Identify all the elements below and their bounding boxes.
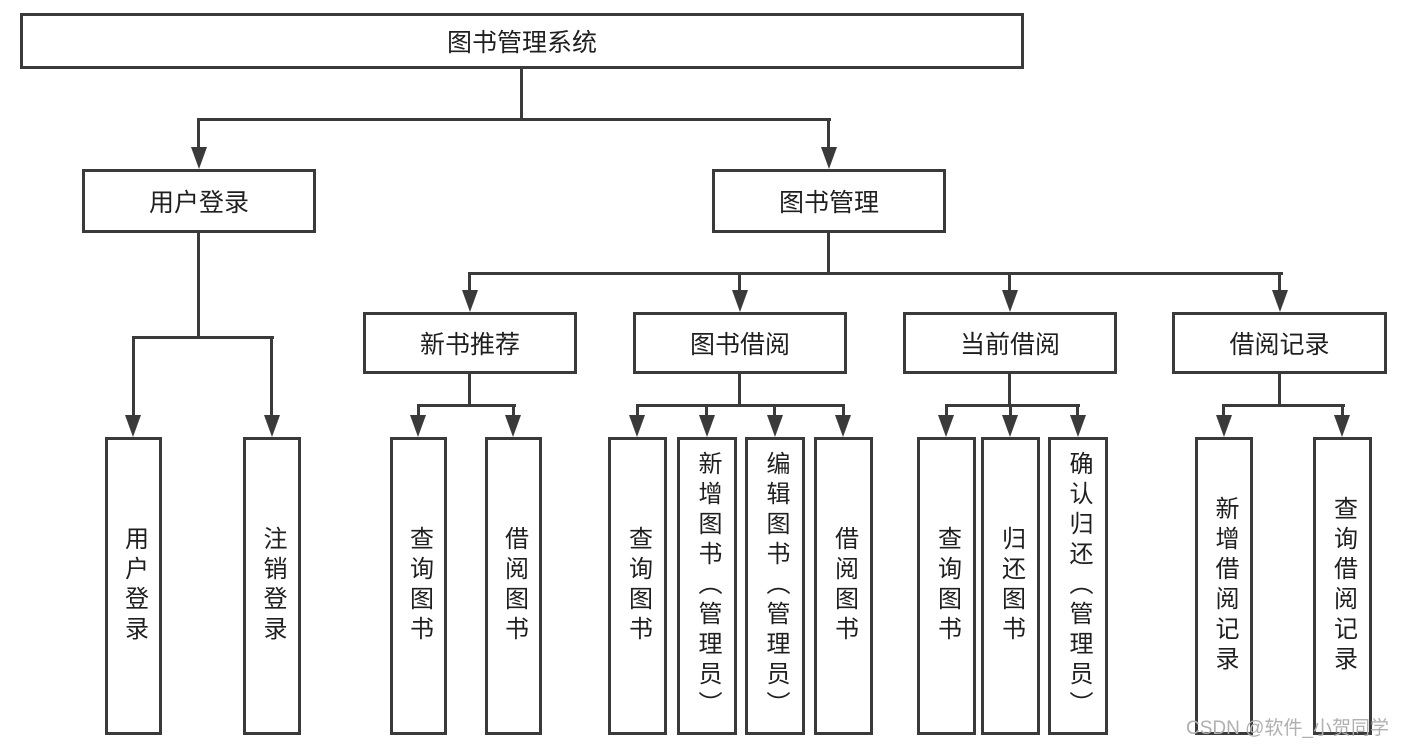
csdn-watermark: CSDN @软件_小贺同学 [1186, 718, 1389, 739]
node-current-borrowing: 当前借阅 [903, 312, 1117, 374]
arrow-down-icon [264, 415, 280, 437]
leaf-confirm-return-admin: 确认归还（管理员） [1048, 437, 1108, 735]
leaf-add-books-admin: 新增图书（管理员） [677, 437, 737, 735]
connector-line [1222, 404, 1225, 418]
connector-line [468, 272, 471, 293]
connector-line [417, 404, 516, 407]
connector-line [773, 404, 776, 418]
connector-line [945, 404, 948, 418]
node-library-management-system: 图书管理系统 [20, 13, 1024, 69]
connector-line [705, 404, 708, 418]
leaf-logout-login: 注销登录 [243, 437, 301, 735]
arrow-down-icon [1002, 290, 1018, 312]
connector-line [468, 272, 1283, 275]
leaf-query-borrow-record: 查询借阅记录 [1313, 437, 1372, 735]
arrow-down-icon [410, 415, 426, 437]
arrow-down-icon [835, 415, 851, 437]
leaf-label: 编辑图书（管理员） [762, 451, 789, 721]
connector-line [1008, 272, 1011, 293]
node-label: 图书管理 [778, 189, 879, 217]
arrow-down-icon [821, 147, 837, 169]
arrow-down-icon [505, 415, 521, 437]
leaf-user-login: 用户登录 [105, 437, 162, 735]
leaf-add-borrow-record: 新增借阅记录 [1195, 437, 1253, 735]
node-label: 用户登录 [148, 189, 249, 217]
leaf-label: 注销登录 [259, 526, 286, 646]
connector-line [738, 374, 741, 406]
leaf-query-books-recommend: 查询图书 [390, 437, 447, 735]
connector-line [417, 404, 420, 418]
leaf-query-books-borrow: 查询图书 [608, 437, 667, 735]
node-new-book-recommendation: 新书推荐 [363, 312, 577, 374]
connector-line [738, 272, 741, 293]
connector-line [270, 336, 273, 419]
leaf-borrow-books-recommend: 借阅图书 [485, 437, 542, 735]
node-borrowing-records: 借阅记录 [1172, 312, 1387, 374]
connector-line [1222, 404, 1345, 407]
leaf-return-books: 归还图书 [981, 437, 1040, 735]
arrow-down-icon [1216, 415, 1232, 437]
leaf-label: 借阅图书 [500, 526, 528, 646]
connector-line [842, 404, 845, 418]
connector-line [197, 118, 200, 151]
connector-line [132, 336, 135, 419]
arrow-down-icon [1334, 415, 1350, 437]
arrow-down-icon [1272, 290, 1288, 312]
leaf-label: 归还图书 [997, 526, 1025, 646]
connector-line [1076, 404, 1079, 418]
arrow-down-icon [125, 415, 141, 437]
leaf-label: 查询借阅记录 [1329, 496, 1357, 676]
node-label: 图书借阅 [689, 331, 790, 359]
arrow-down-icon [732, 290, 748, 312]
connector-line [1341, 404, 1344, 418]
node-label: 借阅记录 [1229, 331, 1330, 359]
arrow-down-icon [1070, 415, 1086, 437]
connector-line [512, 404, 515, 418]
leaf-label: 查询图书 [933, 526, 961, 646]
node-label: 图书管理系统 [446, 29, 597, 57]
node-label: 新书推荐 [419, 331, 520, 359]
leaf-query-books-current: 查询图书 [917, 437, 976, 735]
arrow-down-icon [767, 415, 783, 437]
connector-line [945, 404, 1080, 407]
connector-line [197, 233, 200, 337]
arrow-down-icon [938, 415, 954, 437]
leaf-label: 查询图书 [624, 526, 652, 646]
node-book-borrowing: 图书借阅 [633, 312, 847, 374]
connector-line [827, 233, 830, 274]
connector-line [1278, 272, 1281, 293]
arrow-down-icon [462, 290, 478, 312]
connector-line [636, 404, 639, 418]
connector-line [1008, 374, 1011, 406]
connector-line [132, 336, 274, 339]
leaf-label: 查询图书 [405, 526, 433, 646]
node-label: 当前借阅 [959, 331, 1060, 359]
leaf-borrow-books: 借阅图书 [814, 437, 873, 735]
arrow-down-icon [191, 147, 207, 169]
leaf-edit-books-admin: 编辑图书（管理员） [745, 437, 805, 735]
connector-line [827, 118, 830, 151]
connector-line [1009, 404, 1012, 418]
connector-line [197, 118, 831, 121]
leaf-label: 借阅图书 [830, 526, 858, 646]
leaf-label: 新增图书（管理员） [694, 451, 721, 721]
node-book-management: 图书管理 [712, 169, 946, 233]
arrow-down-icon [1002, 415, 1018, 437]
connector-line [468, 374, 471, 406]
arrow-down-icon [629, 415, 645, 437]
connector-line [1278, 374, 1281, 406]
node-user-login: 用户登录 [82, 169, 316, 233]
leaf-label: 确认归还（管理员） [1065, 451, 1092, 721]
connector-line [520, 69, 523, 121]
leaf-label: 新增借阅记录 [1211, 496, 1238, 676]
arrow-down-icon [699, 415, 715, 437]
leaf-label: 用户登录 [120, 526, 148, 646]
connector-line [636, 404, 845, 407]
